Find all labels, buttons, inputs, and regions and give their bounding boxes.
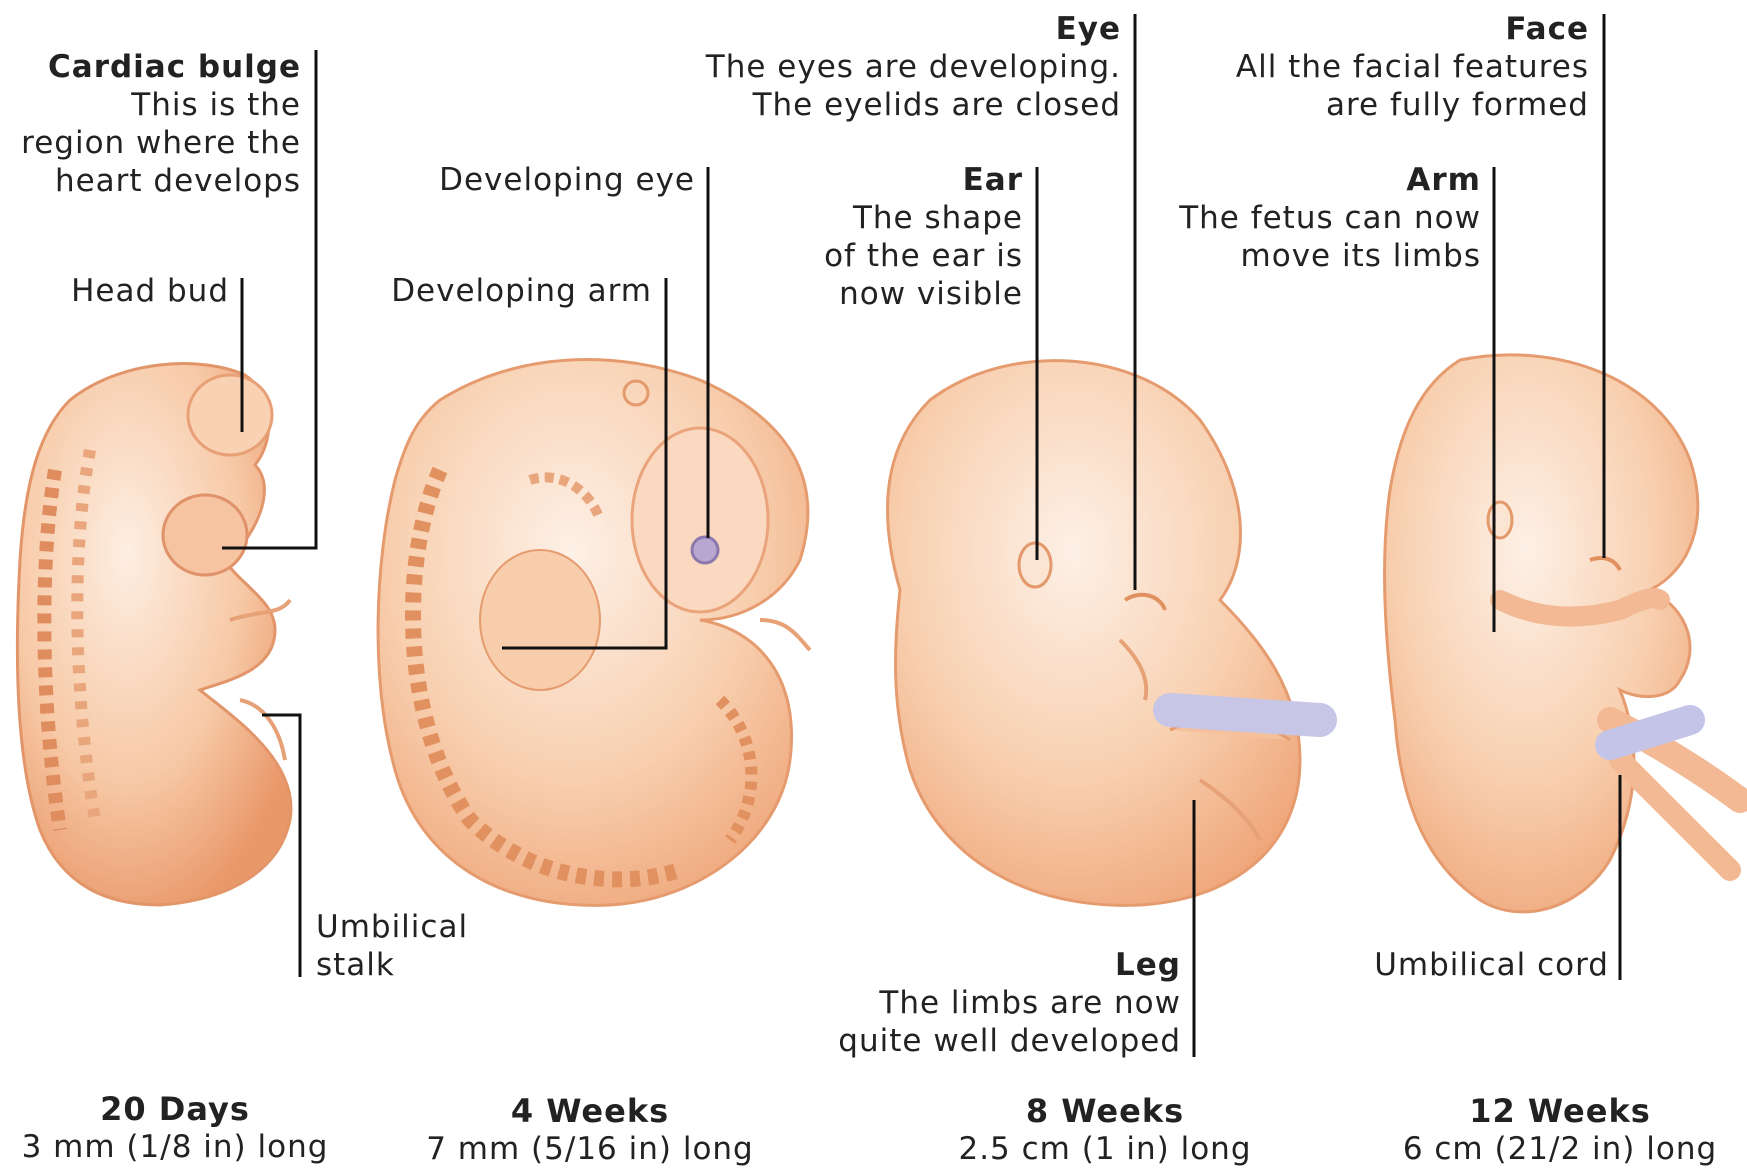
ear-line-1: The shape bbox=[824, 199, 1023, 237]
umbilical-stalk-line-2: stalk bbox=[316, 946, 468, 984]
stage-title: 20 Days bbox=[0, 1090, 350, 1128]
ear-line-2: of the ear is bbox=[824, 237, 1023, 275]
arm-label: Arm The fetus can now move its limbs bbox=[1179, 161, 1481, 275]
face-label: Face All the facial features are fully f… bbox=[1236, 10, 1589, 124]
leg-title: Leg bbox=[838, 946, 1181, 984]
stage-title: 12 Weeks bbox=[1380, 1092, 1740, 1130]
arm-line-1: The fetus can now bbox=[1179, 199, 1481, 237]
stage-size: 2.5 cm (1 in) long bbox=[920, 1130, 1290, 1168]
stage-12-weeks: 12 Weeks 6 cm (21/2 in) long bbox=[1380, 1092, 1740, 1168]
cardiac-bulge-line-1: This is the bbox=[21, 86, 301, 124]
stage-size: 7 mm (5/16 in) long bbox=[410, 1130, 770, 1168]
stage-size: 6 cm (21/2 in) long bbox=[1380, 1130, 1740, 1168]
cardiac-bulge-line-3: heart develops bbox=[21, 162, 301, 200]
cardiac-bulge-line-2: region where the bbox=[21, 124, 301, 162]
leg-line-1: The limbs are now bbox=[838, 984, 1181, 1022]
head-bud-label: Head bud bbox=[71, 272, 229, 310]
stage-20-days: 20 Days 3 mm (1/8 in) long bbox=[0, 1090, 350, 1166]
ear-title: Ear bbox=[824, 161, 1023, 199]
stage-size: 3 mm (1/8 in) long bbox=[0, 1128, 350, 1166]
eye-title: Eye bbox=[706, 10, 1121, 48]
stage-4-weeks: 4 Weeks 7 mm (5/16 in) long bbox=[410, 1092, 770, 1168]
ear-label: Ear The shape of the ear is now visible bbox=[824, 161, 1023, 313]
cardiac-bulge-label: Cardiac bulge This is the region where t… bbox=[21, 48, 301, 200]
developing-eye-label: Developing eye bbox=[439, 161, 695, 199]
leg-line-2: quite well developed bbox=[838, 1022, 1181, 1060]
eye-label: Eye The eyes are developing. The eyelids… bbox=[706, 10, 1121, 124]
cardiac-bulge-title: Cardiac bulge bbox=[21, 48, 301, 86]
face-line-1: All the facial features bbox=[1236, 48, 1589, 86]
ear-line-3: now visible bbox=[824, 275, 1023, 313]
face-line-2: are fully formed bbox=[1236, 86, 1589, 124]
eye-line-1: The eyes are developing. bbox=[706, 48, 1121, 86]
stage-title: 4 Weeks bbox=[410, 1092, 770, 1130]
arm-line-2: move its limbs bbox=[1179, 237, 1481, 275]
eye-line-2: The eyelids are closed bbox=[706, 86, 1121, 124]
umbilical-stalk-line-1: Umbilical bbox=[316, 908, 468, 946]
developing-arm-leader bbox=[502, 278, 666, 648]
umbilical-stalk-leader bbox=[262, 715, 300, 977]
stage-title: 8 Weeks bbox=[920, 1092, 1290, 1130]
umbilical-stalk-label: Umbilical stalk bbox=[316, 908, 468, 984]
leg-label: Leg The limbs are now quite well develop… bbox=[838, 946, 1181, 1060]
face-title: Face bbox=[1236, 10, 1589, 48]
umbilical-cord-label: Umbilical cord bbox=[1374, 946, 1609, 984]
developing-arm-label: Developing arm bbox=[391, 272, 652, 310]
arm-title: Arm bbox=[1179, 161, 1481, 199]
stage-8-weeks: 8 Weeks 2.5 cm (1 in) long bbox=[920, 1092, 1290, 1168]
